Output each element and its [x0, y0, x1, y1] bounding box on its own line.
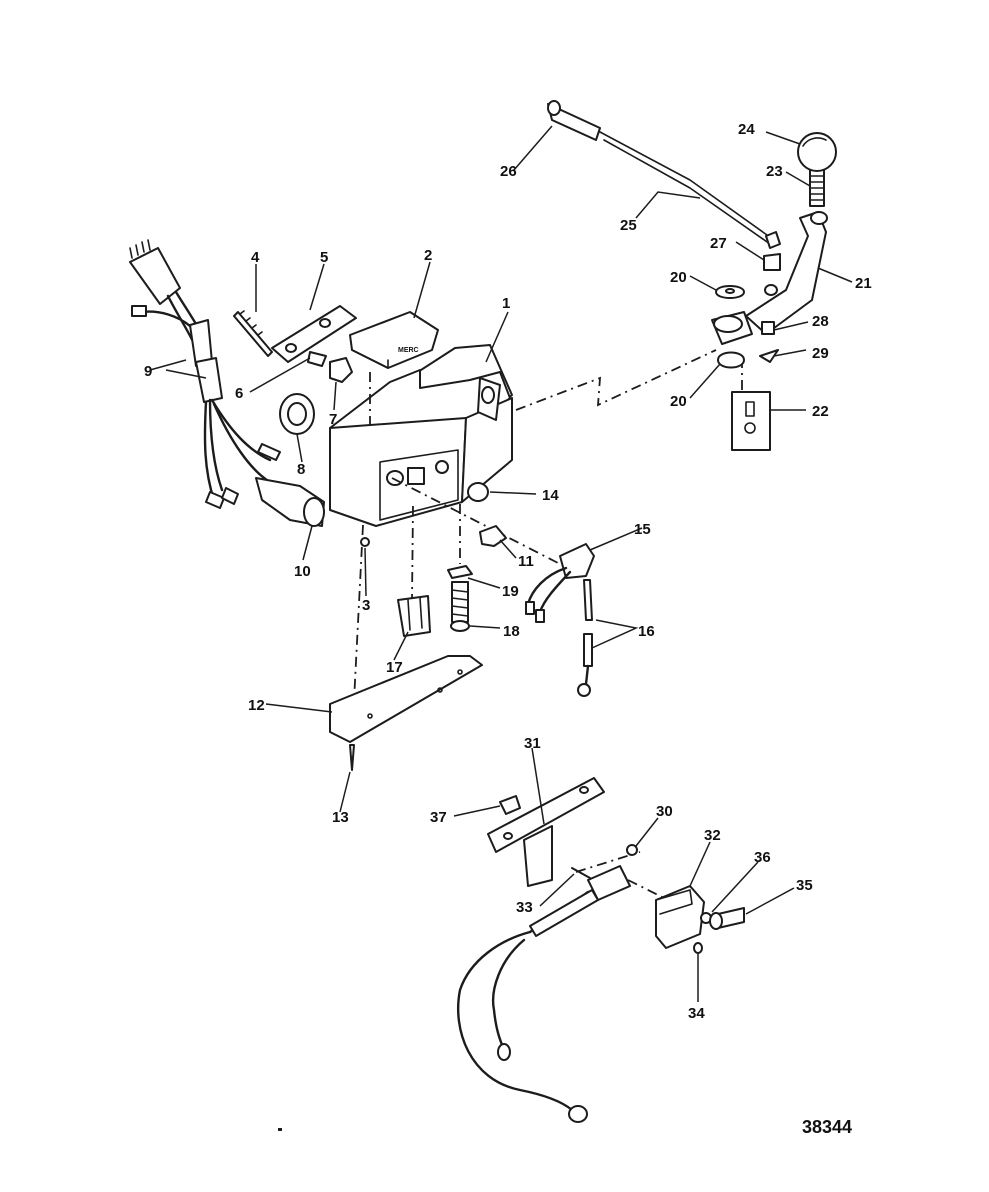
callout-33: 33	[516, 899, 533, 916]
stop-switch	[525, 543, 595, 697]
callout-6: 6	[235, 385, 243, 402]
callout-10: 10	[294, 563, 311, 580]
callout-17: 17	[386, 659, 403, 676]
lower-parts	[329, 372, 561, 771]
callout-24: 24	[738, 121, 755, 138]
key-switch-harness	[129, 239, 325, 527]
callout-34: 34	[688, 1005, 705, 1022]
callout-1: 1	[502, 295, 510, 312]
callout-31: 31	[524, 735, 541, 752]
callout-4: 4	[251, 249, 260, 266]
leader-lines	[149, 125, 853, 1002]
callout-numbers: 1 2 3 4 5 6 7 8 9 10 11 12 13 14 15 16 1…	[144, 121, 872, 1022]
callout-5: 5	[320, 249, 328, 266]
callout-16: 16	[638, 623, 655, 640]
callout-13: 13	[332, 809, 349, 826]
callout-35: 35	[796, 877, 813, 894]
figure-number: 38344	[802, 1117, 852, 1137]
callout-12: 12	[248, 697, 265, 714]
callout-23: 23	[766, 163, 783, 180]
stud-and-bracket	[233, 305, 357, 363]
control-box	[329, 344, 513, 527]
callout-2: 2	[424, 247, 432, 264]
callout-32: 32	[704, 827, 721, 844]
fasteners-left	[279, 351, 353, 435]
decal-text: MERC	[398, 347, 419, 354]
callout-14: 14	[542, 487, 559, 504]
callout-19: 19	[502, 583, 519, 600]
callout-21: 21	[855, 275, 872, 292]
callout-11: 11	[518, 553, 534, 570]
callout-36: 36	[754, 849, 771, 866]
callout-18: 18	[503, 623, 520, 640]
shift-lever-assembly	[515, 100, 837, 451]
decal-plate: MERC	[349, 311, 439, 369]
callout-30: 30	[656, 803, 673, 820]
callout-20-upper: 20	[670, 269, 687, 286]
callout-8: 8	[297, 461, 305, 478]
callout-3: 3	[362, 597, 370, 614]
callout-20-lower: 20	[670, 393, 687, 410]
callout-22: 22	[812, 403, 829, 420]
callout-37: 37	[430, 809, 447, 826]
callout-26: 26	[500, 163, 517, 180]
callout-7: 7	[329, 411, 337, 428]
warning-switch-assembly	[456, 777, 745, 1123]
callout-15: 15	[634, 521, 651, 538]
print-speck	[278, 1128, 282, 1131]
callout-25: 25	[620, 217, 637, 234]
callout-9: 9	[144, 363, 152, 380]
callout-29: 29	[812, 345, 829, 362]
callout-28: 28	[812, 313, 829, 330]
callout-27: 27	[710, 235, 727, 252]
